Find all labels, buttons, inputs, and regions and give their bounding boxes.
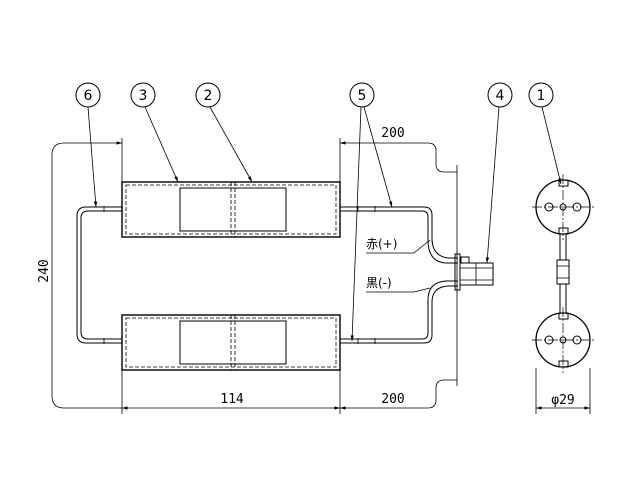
end-view-top-cell bbox=[532, 174, 594, 240]
callout-1: 1 bbox=[528, 82, 554, 108]
dimension-240-text: 240 bbox=[37, 259, 52, 282]
dimension-diameter-text: φ29 bbox=[551, 393, 574, 408]
leader-5-bottom bbox=[350, 106, 362, 342]
leader-3 bbox=[144, 106, 179, 183]
label-red-text: 赤(+) bbox=[366, 237, 397, 251]
dimension-top-200: 200 bbox=[340, 126, 457, 173]
dimension-top-200-text: 200 bbox=[381, 126, 404, 141]
battery-pack-top bbox=[121, 181, 341, 238]
callout-2-label: 2 bbox=[204, 88, 213, 104]
callout-6: 6 bbox=[75, 82, 101, 108]
leader-5-top bbox=[363, 106, 393, 208]
callout-3-label: 3 bbox=[139, 88, 148, 104]
wire-red-positive bbox=[340, 206, 458, 264]
label-black-negative: 黒(-) bbox=[366, 276, 431, 293]
battery-pack-bottom bbox=[121, 314, 341, 371]
wire-left-loop bbox=[76, 206, 122, 344]
dimension-diameter: φ29 bbox=[535, 368, 591, 414]
callout-6-label: 6 bbox=[84, 88, 93, 104]
leader-1 bbox=[541, 106, 562, 185]
callout-1-label: 1 bbox=[537, 88, 546, 104]
callout-5: 5 bbox=[349, 82, 375, 108]
end-view-wire bbox=[556, 234, 570, 313]
dimension-114-text: 114 bbox=[220, 392, 244, 407]
leader-6 bbox=[87, 106, 98, 208]
callout-2: 2 bbox=[195, 82, 221, 108]
dimension-bottom-200: 200 bbox=[340, 379, 457, 410]
label-black-text: 黒(-) bbox=[366, 276, 392, 290]
callout-3: 3 bbox=[130, 82, 156, 108]
wire-black-negative bbox=[340, 280, 458, 344]
leader-2 bbox=[209, 106, 253, 183]
dimension-114: 114 bbox=[122, 392, 340, 410]
callout-4: 4 bbox=[487, 82, 513, 108]
callout-4-label: 4 bbox=[496, 88, 505, 104]
label-red-positive: 赤(+) bbox=[366, 237, 431, 254]
dimension-240: 240 bbox=[37, 141, 122, 409]
dimension-bottom-200-text: 200 bbox=[381, 392, 404, 407]
leader-4 bbox=[485, 106, 500, 264]
callout-5-label: 5 bbox=[358, 88, 367, 104]
end-view-bottom-cell bbox=[532, 307, 594, 373]
connector bbox=[454, 253, 494, 291]
